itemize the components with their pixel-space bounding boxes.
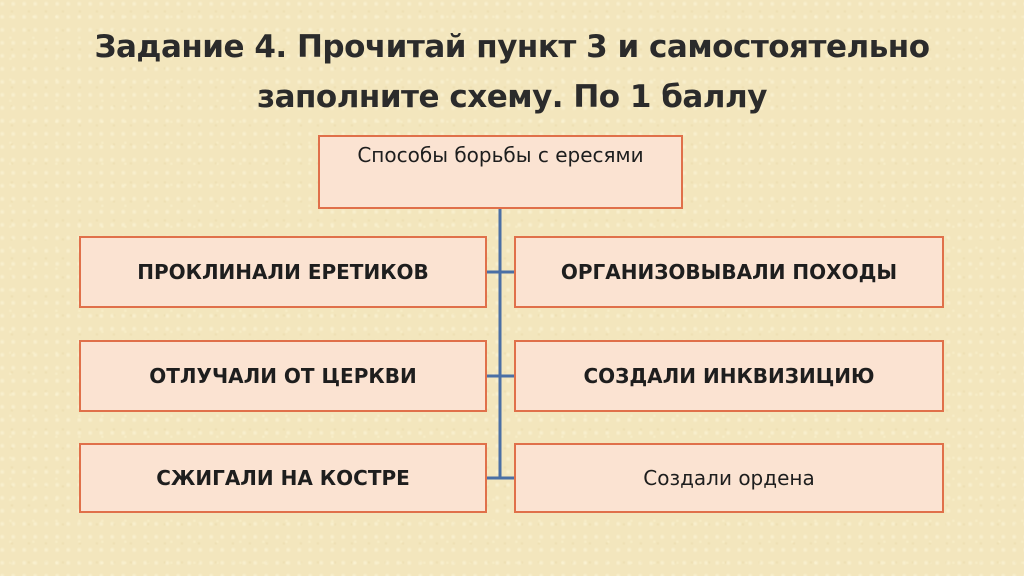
slide-title-line-1: Задание 4. Прочитай пункт 3 и самостояте… <box>94 29 930 65</box>
slide-title: Задание 4. Прочитай пункт 3 и самостояте… <box>40 22 984 122</box>
left-node-3: СЖИГАЛИ НА КОСТРЕ <box>79 443 487 513</box>
right-node-2: СОЗДАЛИ ИНКВИЗИЦИЮ <box>514 340 944 412</box>
left-node-1: ПРОКЛИНАЛИ ЕРЕТИКОВ <box>79 236 487 308</box>
slide-title-line-2: заполните схему. По 1 баллу <box>257 79 767 115</box>
root-node: Способы борьбы с ересями <box>318 135 683 209</box>
right-node-1: ОРГАНИЗОВЫВАЛИ ПОХОДЫ <box>514 236 944 308</box>
left-node-2: ОТЛУЧАЛИ ОТ ЦЕРКВИ <box>79 340 487 412</box>
right-node-3: Создали ордена <box>514 443 944 513</box>
